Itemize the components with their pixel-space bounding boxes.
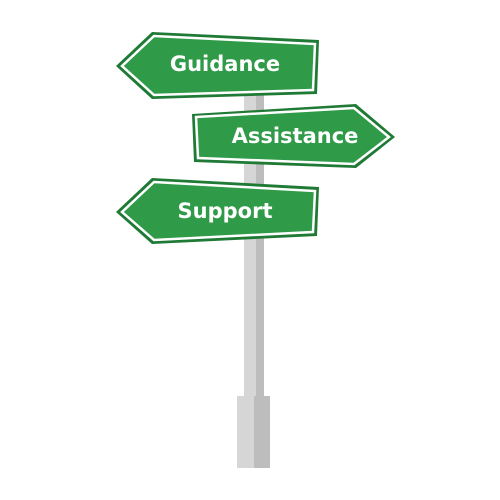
sign-assistance: Assistance bbox=[192, 104, 395, 168]
sign-support: Support bbox=[116, 178, 319, 244]
sign-guidance-face bbox=[120, 34, 317, 97]
sign-support-face bbox=[120, 180, 317, 242]
sign-assistance-label: Assistance bbox=[232, 124, 359, 148]
signpost-pole bbox=[237, 88, 270, 468]
sign-assistance-face bbox=[194, 106, 392, 166]
pole-base-shade bbox=[254, 396, 270, 468]
pole-shaft-shade bbox=[256, 88, 264, 400]
sign-guidance-label: Guidance bbox=[170, 52, 280, 76]
sign-support-label: Support bbox=[178, 199, 273, 223]
sign-guidance: Guidance bbox=[116, 32, 319, 99]
